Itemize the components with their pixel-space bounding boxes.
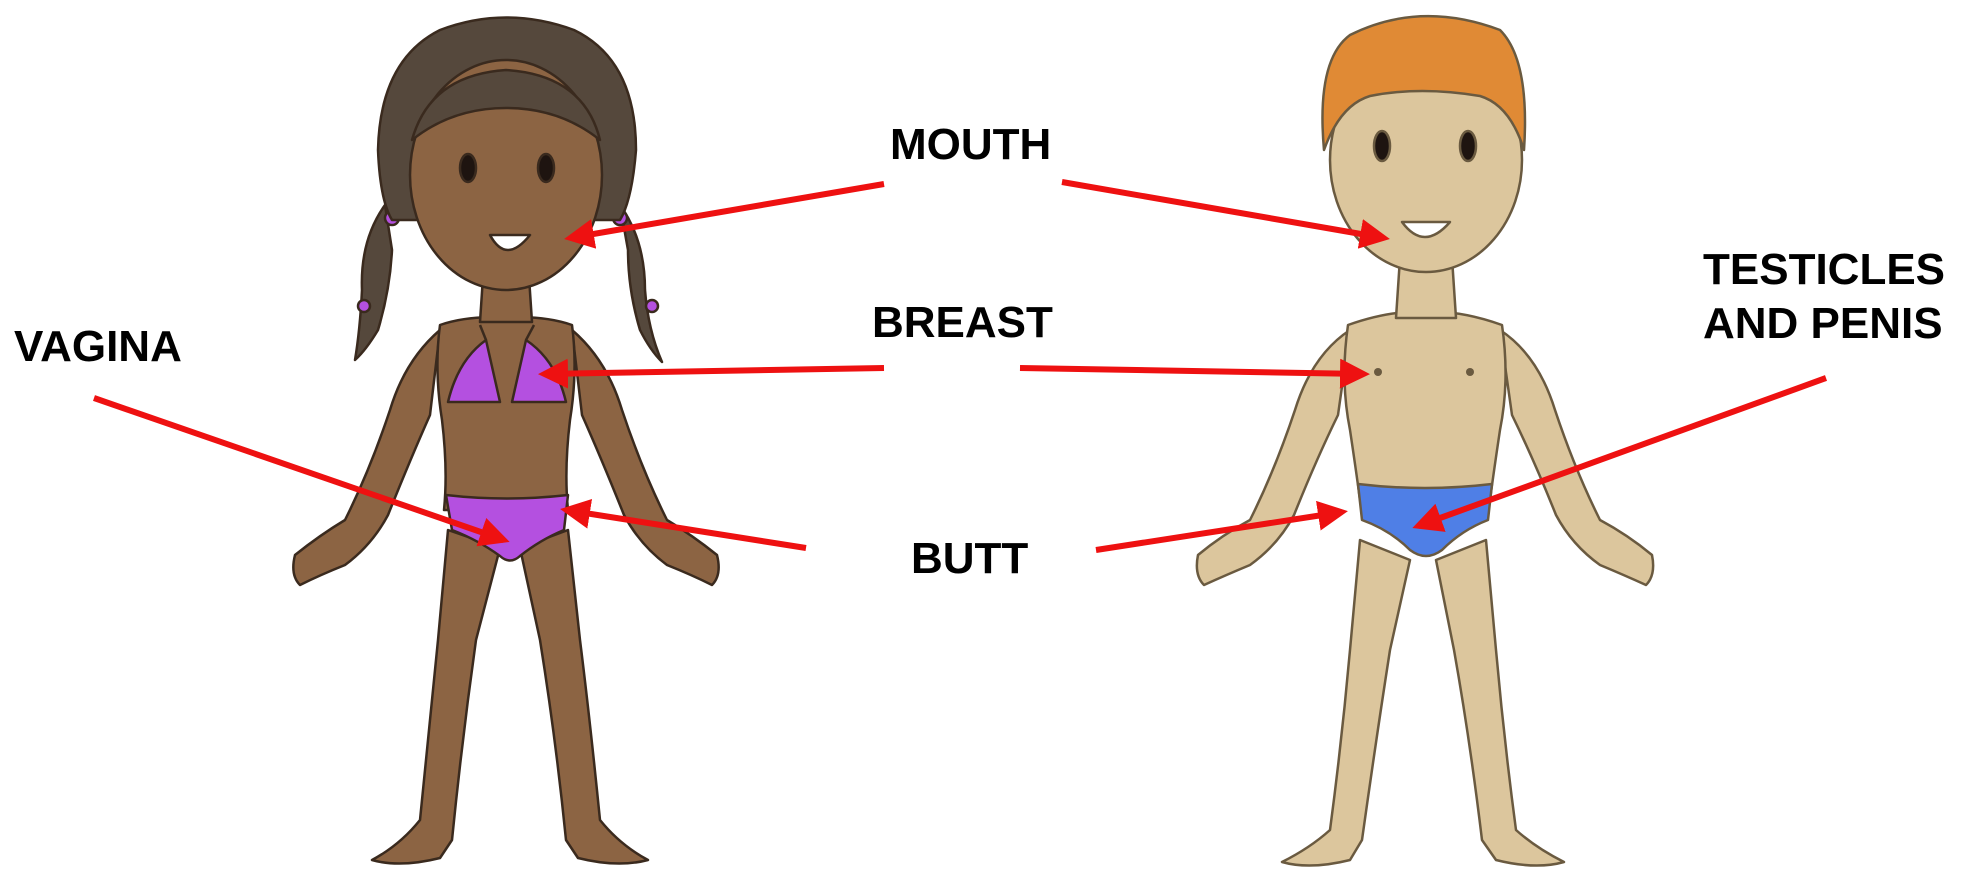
label-testicles-and-penis: TESTICLES AND PENIS bbox=[1703, 243, 1945, 351]
boy-nipple-right bbox=[1466, 368, 1474, 376]
boy-figure bbox=[1197, 16, 1653, 865]
label-mouth: MOUTH bbox=[890, 118, 1051, 172]
boy-legs bbox=[1282, 540, 1564, 866]
girl-figure bbox=[293, 18, 718, 864]
boy-nipple-left bbox=[1374, 368, 1382, 376]
label-testicles-line1: TESTICLES bbox=[1703, 243, 1945, 297]
boy-torso bbox=[1344, 312, 1505, 500]
label-vagina: VAGINA bbox=[14, 320, 182, 374]
label-breast: BREAST bbox=[872, 296, 1053, 350]
girl-torso bbox=[437, 317, 574, 510]
girl-legs bbox=[372, 530, 648, 864]
label-testicles-line2: AND PENIS bbox=[1703, 297, 1945, 351]
label-butt: BUTT bbox=[911, 532, 1028, 586]
girl-head bbox=[378, 18, 636, 291]
